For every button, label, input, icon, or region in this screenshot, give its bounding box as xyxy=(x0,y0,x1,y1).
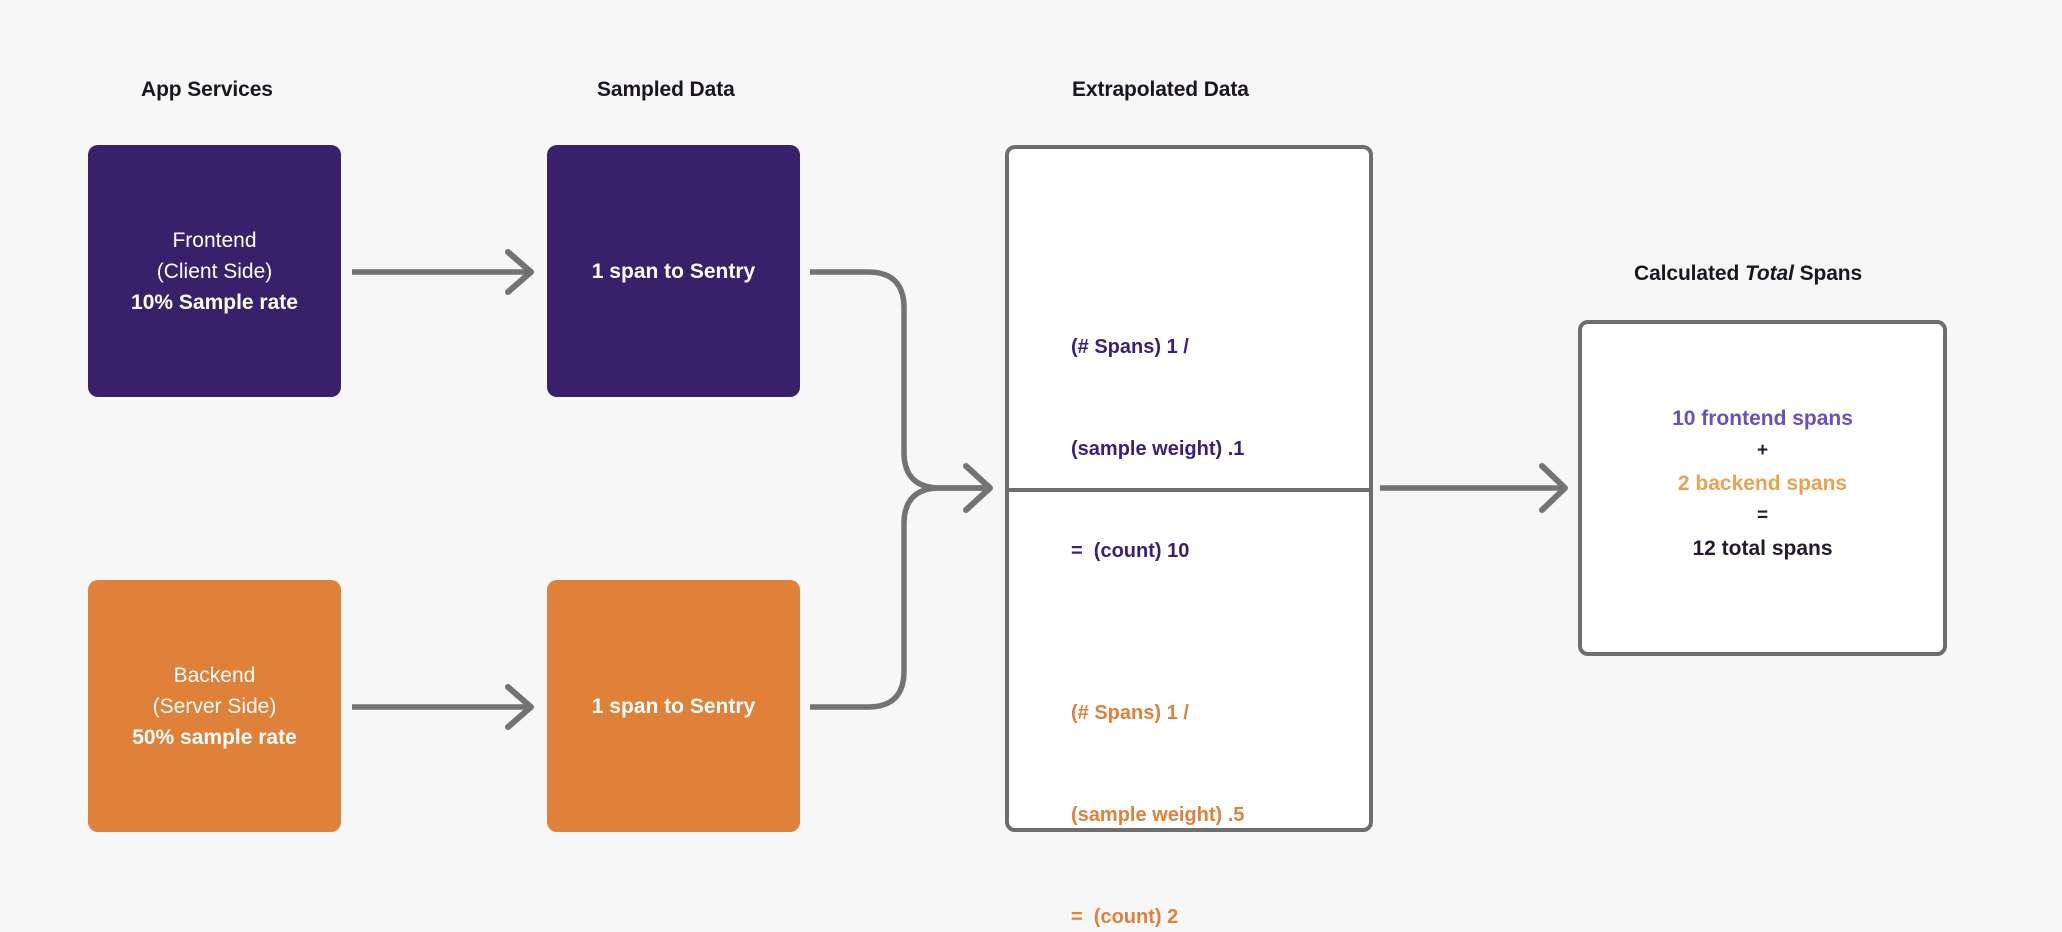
node-extrapolated-box[interactable] xyxy=(1005,145,1373,832)
totals-stack: 10 frontend spans + 2 backend spans = 12… xyxy=(1582,401,1943,566)
extrapolated-divider xyxy=(1005,488,1373,492)
frontend-line-3: 10% Sample rate xyxy=(131,290,298,314)
frontend-line-1: Frontend xyxy=(172,228,257,252)
formula-backend-extrapolation: (# Spans) 1 / (sample weight) .5 = (coun… xyxy=(1071,628,1244,932)
formula-backend-line-2: (sample weight) .5 xyxy=(1071,804,1245,826)
formula-frontend-line-3: = (count) 10 xyxy=(1071,540,1190,562)
wire-frontend-sampled-to-extrapolated xyxy=(810,269,985,491)
backend-line-2: (Server Side) xyxy=(152,694,277,718)
formula-backend-line-3: = (count) 2 xyxy=(1071,906,1179,928)
backend-line-1: Backend xyxy=(173,663,256,687)
arrow-extrapolated-to-totals xyxy=(1380,463,1568,513)
totals-backend-spans: 2 backend spans xyxy=(1677,472,1848,495)
frontend-line-2: (Client Side) xyxy=(156,259,273,283)
node-frontend-sampled[interactable]: 1 span to Sentry xyxy=(547,145,800,397)
header-sampled-data: Sampled Data xyxy=(597,78,735,101)
node-frontend-service[interactable]: Frontend (Client Side) 10% Sample rate xyxy=(88,145,341,397)
formula-frontend-line-2: (sample weight) .1 xyxy=(1071,438,1245,460)
formula-frontend-extrapolation: (# Spans) 1 / (sample weight) .1 = (coun… xyxy=(1071,262,1244,636)
totals-plus-operator: + xyxy=(1756,440,1769,461)
calculated-italic-total: Total xyxy=(1744,262,1794,285)
node-backend-service[interactable]: Backend (Server Side) 50% sample rate xyxy=(88,580,341,832)
calculated-suffix: Spans xyxy=(1793,262,1863,285)
arrowhead-into-extrapolated xyxy=(963,463,993,513)
header-app-services: App Services xyxy=(141,78,273,101)
totals-frontend-spans: 10 frontend spans xyxy=(1672,407,1853,430)
formula-frontend-line-1: (# Spans) 1 / xyxy=(1071,336,1189,358)
node-calculated-totals-box[interactable]: 10 frontend spans + 2 backend spans = 12… xyxy=(1578,320,1947,656)
arrow-backend-service-to-sampled xyxy=(352,684,534,730)
backend-line-3: 50% sample rate xyxy=(132,725,297,749)
header-calculated-total-spans: Calculated Total Spans xyxy=(1634,262,1862,286)
totals-total-spans: 12 total spans xyxy=(1692,537,1833,560)
header-extrapolated-data: Extrapolated Data xyxy=(1072,78,1249,101)
frontend-sampled-label: 1 span to Sentry xyxy=(591,259,756,283)
calculated-prefix: Calculated xyxy=(1634,262,1745,285)
wire-backend-sampled-to-extrapolated xyxy=(810,485,985,710)
arrow-frontend-service-to-sampled xyxy=(352,249,534,295)
totals-equals-operator: = xyxy=(1756,505,1769,526)
node-backend-sampled[interactable]: 1 span to Sentry xyxy=(547,580,800,832)
backend-sampled-label: 1 span to Sentry xyxy=(591,694,756,718)
formula-backend-line-1: (# Spans) 1 / xyxy=(1071,702,1189,724)
